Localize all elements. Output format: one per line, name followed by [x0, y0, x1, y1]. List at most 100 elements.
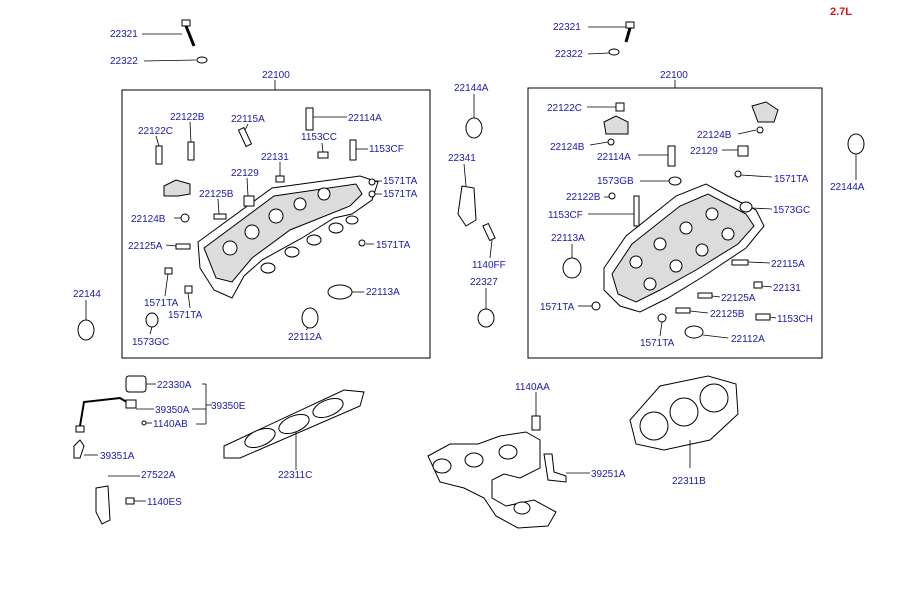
label-22115a-left[interactable]: 22115A: [231, 114, 265, 125]
sleeve-22114a: [305, 107, 314, 131]
label-22124b-right-1[interactable]: 22124B: [550, 142, 585, 153]
label-1153cc[interactable]: 1153CC: [301, 132, 337, 143]
plug-1571ta-d: [164, 267, 173, 275]
bolt-22122b-right: [608, 192, 616, 200]
label-22321-right[interactable]: 22321: [553, 22, 581, 33]
dowel-22131-right: [753, 281, 763, 289]
label-22311c[interactable]: 22311C: [278, 470, 312, 481]
label-22321-left[interactable]: 22321: [110, 29, 138, 40]
label-22131-right[interactable]: 22131: [773, 283, 801, 294]
seal-22327: [477, 308, 495, 328]
label-1571ta-left-1[interactable]: 1571TA: [383, 176, 418, 187]
stud-22125a-right: [697, 292, 713, 299]
plug-1573gc-right: [739, 201, 753, 213]
label-22341[interactable]: 22341: [448, 153, 476, 164]
sensor-assembly: [75, 375, 147, 433]
bearing-cap-22124b-right-b: [751, 101, 779, 123]
label-1140es[interactable]: 1140ES: [147, 497, 182, 508]
plug-1573gb: [668, 176, 682, 186]
label-22114a-right[interactable]: 22114A: [597, 152, 631, 163]
right-cylinder-head: [603, 183, 765, 313]
label-22113a-left[interactable]: 22113A: [366, 287, 400, 298]
label-22144a-right[interactable]: 22144A: [830, 182, 865, 193]
head-gasket-22311b: [629, 375, 739, 451]
stud-22125b-right: [675, 307, 691, 314]
label-22330a[interactable]: 22330A: [157, 380, 192, 391]
plug-1153cf-left: [349, 139, 357, 161]
label-22114a-left[interactable]: 22114A: [348, 113, 382, 124]
seal-22112a-right: [684, 325, 704, 339]
label-22122b-right[interactable]: 22122B: [566, 192, 601, 203]
plug-1573gc-left: [145, 312, 159, 328]
label-22311b[interactable]: 22311B: [672, 476, 706, 487]
nut-22129-right: [737, 145, 749, 157]
label-1571ta-right-2[interactable]: 1571TA: [540, 302, 575, 313]
label-1573gc-left[interactable]: 1573GC: [132, 337, 169, 348]
label-22112a-right[interactable]: 22112A: [731, 334, 765, 345]
pin-22115a-right: [731, 259, 749, 266]
label-22327[interactable]: 22327: [470, 277, 498, 288]
bracket-22341: [457, 185, 477, 227]
label-22100-right[interactable]: 22100: [660, 70, 688, 81]
label-39350e[interactable]: 39350E: [211, 401, 246, 412]
label-1571ta-right-1[interactable]: 1571TA: [774, 174, 809, 185]
dowel-22131-left: [275, 175, 285, 183]
label-22115a-right[interactable]: 22115A: [771, 259, 805, 270]
label-22322-right[interactable]: 22322: [555, 49, 583, 60]
plug-22124b-left: [180, 213, 190, 223]
label-22113a-right[interactable]: 22113A: [551, 233, 585, 244]
stud-22125a-left: [175, 243, 191, 250]
head-bolt-right: [608, 21, 635, 56]
pin-22115a: [237, 126, 253, 148]
label-1153cf-left[interactable]: 1153CF: [369, 144, 404, 155]
sleeve-22114a-right: [667, 145, 676, 167]
bracket-39251a: [543, 453, 567, 483]
label-1140ff[interactable]: 1140FF: [472, 260, 506, 271]
label-22125b-left[interactable]: 22125B: [199, 189, 234, 200]
label-22131-left[interactable]: 22131: [261, 152, 289, 163]
label-22322-left[interactable]: 22322: [110, 56, 138, 67]
left-head-frame: [121, 89, 431, 359]
label-22100-left[interactable]: 22100: [262, 70, 290, 81]
plug-1153ch: [755, 313, 771, 321]
label-1153ch[interactable]: 1153CH: [777, 314, 813, 325]
clip-39351a: [73, 439, 85, 459]
label-22125a-left[interactable]: 22125A: [128, 241, 163, 252]
label-22124b-right-2[interactable]: 22124B: [697, 130, 732, 141]
label-39351a[interactable]: 39351A: [100, 451, 135, 462]
label-22122c-right[interactable]: 22122C: [547, 103, 582, 114]
label-22124b-left[interactable]: 22124B: [131, 214, 166, 225]
label-1140aa[interactable]: 1140AA: [515, 382, 550, 393]
label-1571ta-left-2[interactable]: 1571TA: [383, 189, 418, 200]
head-bolt-left: [181, 19, 208, 64]
label-22129-left[interactable]: 22129: [231, 168, 259, 179]
seal-22113a-right: [562, 257, 582, 279]
label-39350a[interactable]: 39350A: [155, 405, 190, 416]
label-22144[interactable]: 22144: [73, 289, 101, 300]
bearing-cap-22124b-right-a: [603, 115, 629, 135]
seal-22144a-right: [847, 133, 865, 155]
left-cylinder-head: [197, 175, 379, 299]
label-22129-right[interactable]: 22129: [690, 146, 718, 157]
label-1573gc-right[interactable]: 1573GC: [773, 205, 810, 216]
label-22125a-right[interactable]: 22125A: [721, 293, 756, 304]
nut-22129-left: [243, 195, 255, 207]
label-27522a[interactable]: 27522A: [141, 470, 176, 481]
label-1571ta-left-5[interactable]: 1571TA: [168, 310, 203, 321]
plug-1571ta-b: [368, 190, 376, 198]
plug-1571ta-right-1: [734, 170, 742, 178]
label-39251a[interactable]: 39251A: [591, 469, 626, 480]
label-1571ta-right-3[interactable]: 1571TA: [640, 338, 675, 349]
bolt-1140aa: [531, 415, 541, 431]
label-22112a-left[interactable]: 22112A: [288, 332, 322, 343]
label-1140ab[interactable]: 1140AB: [153, 419, 188, 430]
label-1153cf-right[interactable]: 1153CF: [548, 210, 583, 221]
label-22125b-right[interactable]: 22125B: [710, 309, 745, 320]
label-1571ta-left-4[interactable]: 1571TA: [144, 298, 179, 309]
label-1573gb[interactable]: 1573GB: [597, 176, 634, 187]
label-22122b-left[interactable]: 22122B: [170, 112, 205, 123]
label-22122c-left[interactable]: 22122C: [138, 126, 173, 137]
label-1571ta-left-3[interactable]: 1571TA: [376, 240, 411, 251]
label-22144a-middle[interactable]: 22144A: [454, 83, 489, 94]
